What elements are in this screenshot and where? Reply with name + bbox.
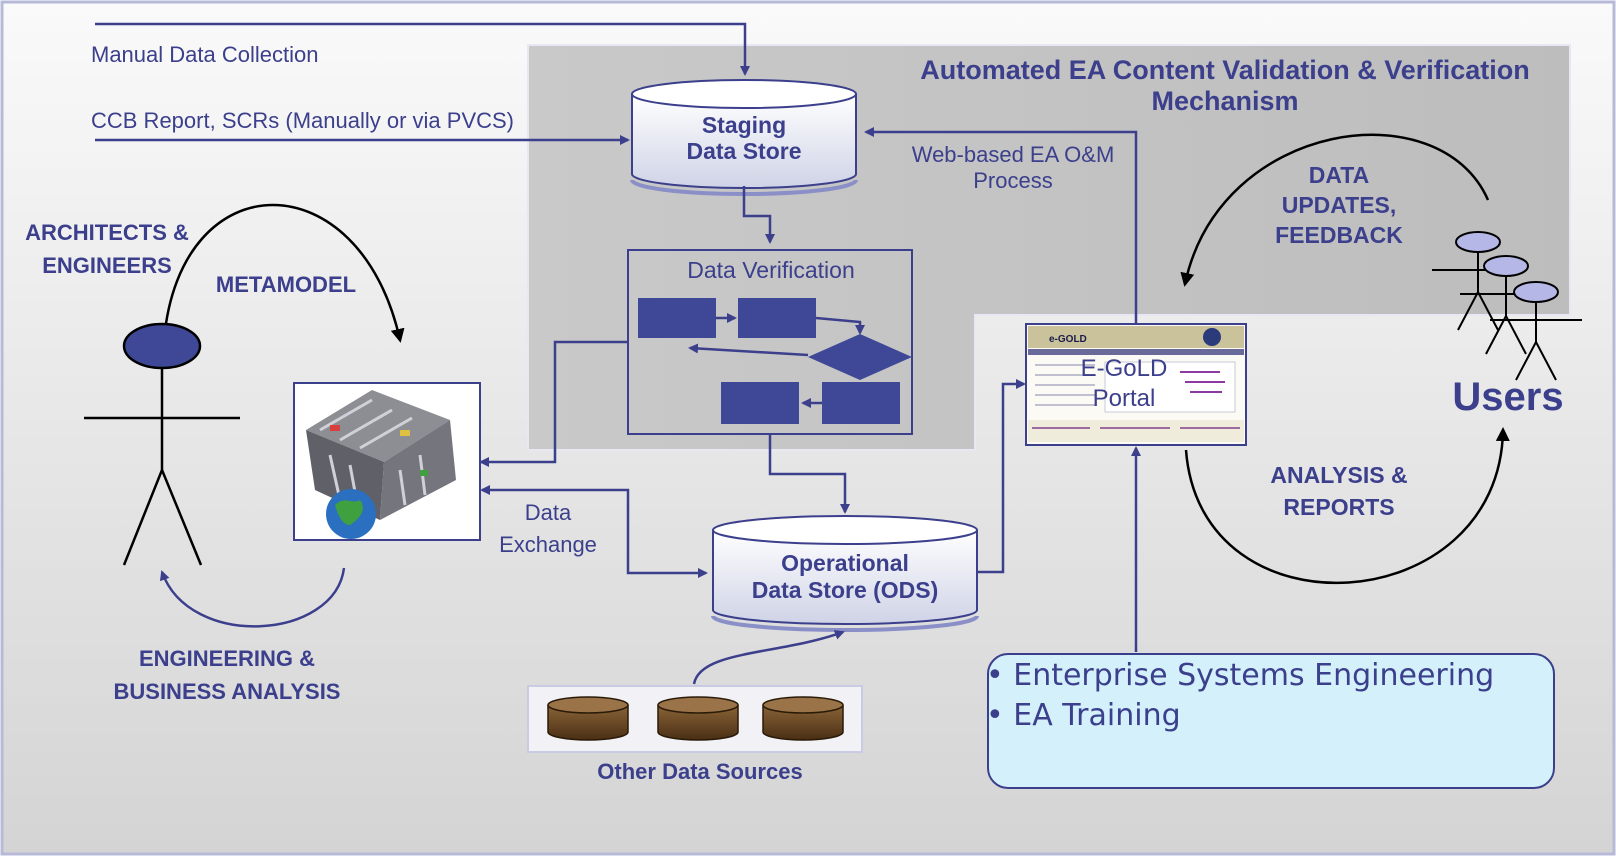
ccb-report-label: CCB Report, SCRs (Manually or via PVCS) (91, 108, 514, 133)
manual-data-label: Manual Data Collection (91, 42, 318, 67)
service-item-training: EA Training (986, 696, 1546, 736)
operational-data-store (711, 515, 979, 632)
portal-label-line1: E-GoLD (1081, 355, 1168, 382)
verification-step-1 (638, 298, 716, 338)
decision-loop-arrow (688, 343, 809, 357)
user-figure-3 (1490, 281, 1582, 381)
manual-data-arrow (95, 22, 750, 76)
user-figure-2 (1460, 255, 1552, 355)
data-updates-line3: FEEDBACK (1275, 222, 1403, 248)
data-updates-line1: DATA (1309, 162, 1369, 188)
source-cylinder-2 (657, 696, 739, 741)
sources-to-ods-arrow (692, 630, 845, 685)
architects-label-line1: ARCHITECTS & (25, 220, 189, 245)
analysis-line2: REPORTS (1283, 494, 1394, 520)
data-verification-title: Data Verification (687, 257, 854, 283)
source-cylinder-1 (547, 696, 629, 741)
verification-to-ods-arrow (768, 434, 850, 514)
services-list: Enterprise Systems Engineering EA Traini… (986, 656, 1546, 736)
other-sources-label: Other Data Sources (597, 759, 802, 784)
region-title-line2: Mechanism (1151, 86, 1298, 116)
web-process-line2: Process (973, 168, 1052, 193)
ods-label-line2: Data Store (ODS) (752, 577, 939, 603)
ods-label-line1: Operational (781, 550, 909, 576)
portal-label-line2: Portal (1093, 385, 1156, 412)
users-label: Users (1452, 375, 1563, 419)
verification-step-2 (738, 298, 816, 338)
metamodel-cube-image (306, 390, 456, 539)
data-exchange-line2: Exchange (499, 532, 597, 557)
e-gold-portal-screenshot (1025, 323, 1247, 446)
eng-business-line2: BUSINESS ANALYSIS (114, 679, 341, 704)
metamodel-label: METAMODEL (216, 272, 356, 297)
verification-step-3 (721, 382, 799, 424)
architects-label-line2: ENGINEERS (42, 253, 172, 278)
eng-business-line1: ENGINEERING & (139, 646, 315, 671)
exchange-to-ods-arrow (600, 488, 708, 578)
analysis-reports-arc-arrow (1184, 427, 1510, 585)
verification-to-metamodel-arrow (479, 340, 628, 467)
region-title-line1: Automated EA Content Validation & Verifi… (920, 55, 1530, 85)
web-process-line1: Web-based EA O&M (912, 142, 1115, 167)
verification-step-4 (822, 382, 900, 424)
staging-label-line1: Staging (702, 112, 786, 138)
analysis-line1: ANALYSIS & (1270, 462, 1407, 488)
staging-to-verification-arrow (742, 186, 775, 244)
step2-to-decision-arrow (815, 316, 865, 335)
web-process-arrow (864, 127, 1138, 326)
ods-to-portal-arrow (977, 379, 1026, 574)
data-exchange-line1: Data (525, 500, 572, 525)
service-item-ese: Enterprise Systems Engineering (986, 656, 1546, 696)
data-updates-line2: UPDATES, (1282, 192, 1397, 218)
portal-header-text: e-GOLD (1049, 334, 1087, 345)
verification-decision (808, 334, 912, 380)
users-figures (1432, 231, 1582, 381)
metamodel-arc-arrow (162, 203, 405, 343)
analysis-arc-arrow (160, 567, 346, 628)
source-cylinder-3 (762, 696, 844, 741)
architect-figure (84, 322, 240, 566)
staging-label-line2: Data Store (686, 138, 801, 164)
data-updates-arc-arrow (1180, 133, 1490, 287)
